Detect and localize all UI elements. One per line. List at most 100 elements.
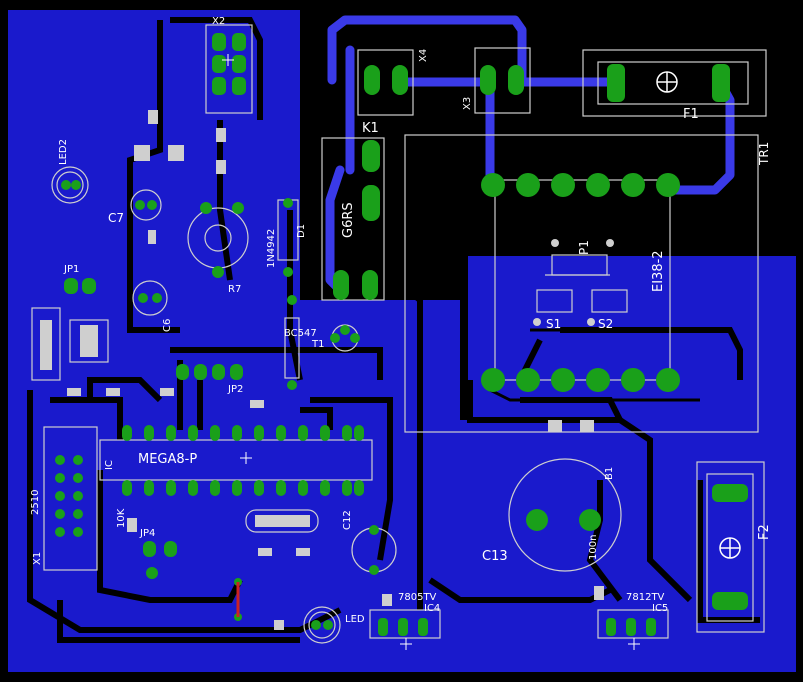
ic4-pin-2 — [398, 618, 408, 636]
label-jp2: JP2 — [227, 384, 243, 395]
c6-pad-2 — [152, 293, 162, 303]
pad — [232, 55, 246, 73]
d1-pad-2 — [283, 267, 293, 277]
pad — [551, 173, 575, 197]
c12-pad-2 — [369, 525, 379, 535]
gap-12 — [310, 397, 393, 561]
c7-pad-2 — [147, 200, 157, 210]
led-pad-2 — [323, 620, 333, 630]
label-bc547: BC547 — [284, 328, 317, 339]
label-ic5-part: 7812TV — [626, 592, 665, 603]
tr1-top-pads — [481, 173, 680, 197]
smd — [216, 160, 226, 174]
ic4-pin-3 — [418, 618, 428, 636]
label-k1: K1 — [362, 121, 379, 136]
crystal2-outline — [245, 509, 319, 533]
ic5-outline — [597, 609, 669, 639]
smd-parts — [40, 110, 604, 630]
p1-marker — [551, 239, 559, 247]
label-p1: P1 — [577, 240, 591, 255]
led-inner — [308, 611, 336, 639]
smd — [67, 388, 81, 396]
ic5-pin-1 — [606, 618, 616, 636]
c7-pad-1 — [135, 200, 145, 210]
label-x1-part: 2510 — [30, 490, 41, 515]
bc547-body — [284, 317, 300, 379]
crystal-outline — [31, 307, 61, 381]
r7-knob — [204, 224, 232, 252]
ei38-core-outline — [494, 179, 671, 381]
pad — [656, 173, 680, 197]
gap-11 — [300, 407, 333, 430]
label-ic5: IC5 — [652, 603, 668, 614]
led2-outline — [51, 166, 89, 204]
ic5-pin-2 — [626, 618, 636, 636]
origin-marks — [222, 54, 640, 650]
t1-pad-1 — [330, 333, 340, 343]
led-pad-1 — [311, 620, 321, 630]
gap-4 — [50, 397, 123, 440]
smd — [134, 145, 150, 161]
smd — [148, 230, 156, 244]
label-c7: C7 — [108, 211, 124, 225]
f2-pad-2 — [712, 592, 748, 610]
x3-pad-1 — [480, 65, 496, 95]
label-c6: C6 — [162, 319, 173, 332]
c13-outline — [508, 458, 622, 572]
led2-pad-1 — [61, 180, 71, 190]
pad — [232, 33, 246, 51]
pad-small — [146, 567, 158, 579]
jp4-pad-2 — [164, 541, 177, 557]
x4-pad-2 — [392, 65, 408, 95]
x2-outline — [205, 24, 253, 114]
x2-pads — [212, 33, 246, 95]
jp4-pad-1 — [143, 541, 156, 557]
label-d1: D1 — [296, 224, 307, 238]
smd — [216, 128, 226, 142]
pad — [586, 368, 610, 392]
gap-5 — [87, 377, 163, 403]
smd — [274, 620, 284, 630]
label-mega8: MEGA8-P — [138, 452, 197, 467]
jp1-pad-1 — [64, 278, 78, 294]
pad — [656, 368, 680, 392]
gap-13 — [217, 120, 233, 281]
label-c12: C12 — [342, 510, 353, 530]
pad — [212, 33, 226, 51]
x1-outline — [43, 426, 98, 571]
gap-9 — [97, 470, 243, 603]
gap-6 — [170, 347, 383, 380]
smd — [580, 420, 594, 432]
gap-14 — [287, 210, 303, 381]
label-d1-part: 1N4942 — [266, 229, 277, 268]
k1-pad-2 — [362, 185, 380, 221]
label-f1: F1 — [683, 107, 699, 122]
label-x1: X1 — [32, 552, 43, 565]
label-g6rs: G6RS — [341, 202, 356, 238]
label-tr1: TR1 — [757, 142, 771, 166]
c13-pad-2 — [579, 509, 601, 531]
s1-marker — [533, 318, 541, 326]
f2-inner — [706, 473, 754, 622]
x3-outline — [474, 47, 531, 114]
led2-inner — [56, 171, 84, 199]
f1-inner — [597, 61, 749, 105]
r7-pad-3 — [232, 202, 244, 214]
d1-pad-1 — [283, 198, 293, 208]
pad — [212, 77, 226, 95]
gap-1 — [127, 20, 180, 333]
gap-21 — [393, 277, 423, 610]
label-s1: S1 — [546, 317, 561, 331]
pad — [516, 368, 540, 392]
c13-pad-1 — [526, 509, 548, 531]
pad — [551, 368, 575, 392]
ic4-pin-1 — [378, 618, 388, 636]
t1-pad-3 — [350, 333, 360, 343]
gap-20 — [586, 480, 623, 602]
pad — [516, 173, 540, 197]
label-x2: X2 — [212, 16, 225, 27]
x4-outline — [357, 49, 414, 116]
label-ic4-part: 7805TV — [398, 592, 437, 603]
label-x4: X4 — [418, 49, 429, 62]
